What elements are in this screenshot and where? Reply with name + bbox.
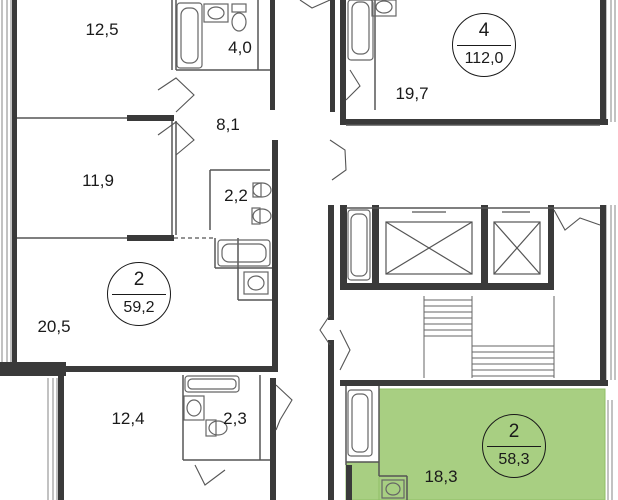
apartment-badge-top-right[interactable]: 4 112,0: [452, 13, 516, 77]
bathtub-icon: [217, 239, 271, 267]
room-area-label: 12,4: [111, 409, 145, 428]
room-area-label: 2,3: [223, 409, 247, 428]
bathtub-icon: [347, 0, 374, 61]
room-area-label: 11,9: [82, 171, 114, 190]
toilet-icon: [205, 419, 228, 437]
room-area-label: 12,5: [85, 20, 119, 39]
badge-divider: [487, 446, 541, 447]
badge-divider: [112, 294, 166, 295]
bathtub-icon: [347, 209, 371, 281]
apartment-total-area: 59,2: [123, 299, 155, 316]
toilet-icon: [231, 3, 247, 32]
room-area-label: 20,5: [37, 317, 71, 336]
sink-icon: [243, 271, 269, 295]
apartment-badge-left[interactable]: 2 59,2: [107, 262, 171, 326]
sink-icon: [381, 479, 405, 499]
partition-walls: [17, 0, 600, 500]
toilet-icon: [252, 182, 272, 198]
apartment-badge-selected[interactable]: 2 58,3: [482, 414, 546, 478]
elevator-icon: [493, 211, 541, 275]
door-swing-icon: [157, 0, 601, 486]
room-area-label: 8,1: [216, 115, 240, 134]
bathtub-icon: [347, 389, 373, 457]
bathtub-icon: [176, 2, 203, 69]
selected-apartment-fill[interactable]: [345, 388, 606, 500]
apartment-total-area: 58,3: [498, 451, 530, 468]
bathtub-icon: [184, 375, 240, 393]
badge-divider: [457, 45, 511, 46]
apartment-room-count: 2: [133, 269, 145, 290]
right-facade-windows: [605, 0, 616, 500]
sink-icon: [183, 395, 205, 421]
elevator-icon: [385, 211, 473, 275]
room-area-label: 4,0: [228, 38, 252, 57]
stairs-icon: [423, 296, 555, 378]
sink-icon: [203, 3, 229, 23]
toilet-icon: [251, 207, 272, 225]
apartment-total-area: 112,0: [464, 50, 504, 67]
left-facade-windows: [1, 0, 58, 500]
room-area-label: 19,7: [395, 84, 429, 103]
apartment-room-count: 4: [478, 20, 490, 41]
room-area-label: 18,3: [424, 467, 458, 486]
room-area-label: 2,2: [224, 186, 248, 205]
apartment-room-count: 2: [508, 421, 520, 442]
sink-icon: [371, 0, 397, 17]
